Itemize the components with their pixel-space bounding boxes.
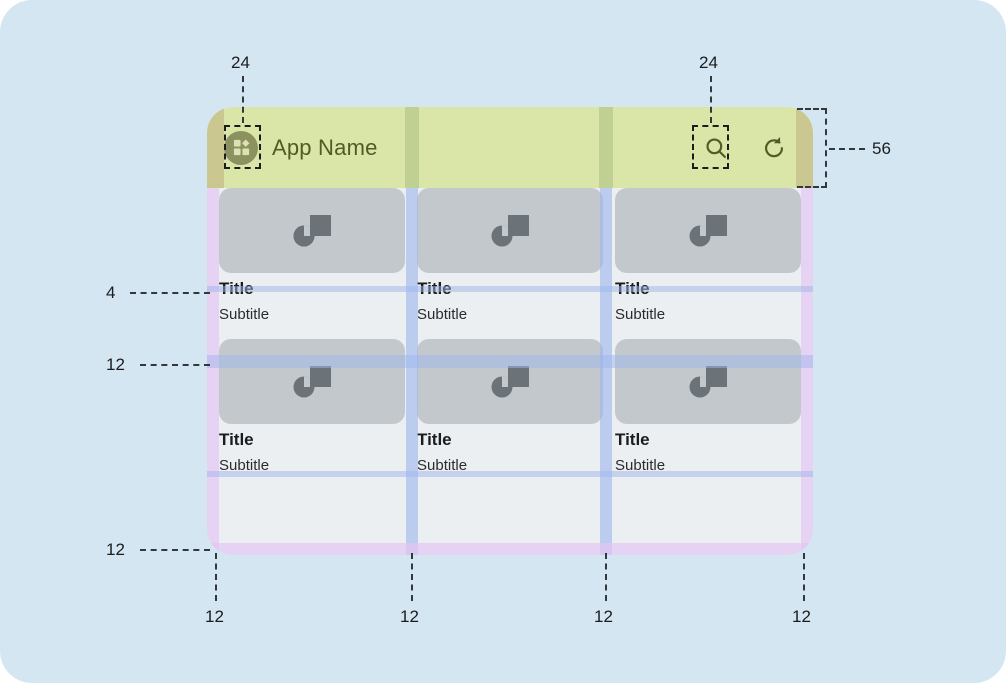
card-text: Title Subtitle: [219, 424, 405, 478]
card-title: Title: [615, 279, 650, 298]
annotation-label-icon-right: 24: [699, 53, 718, 72]
card-text: Title Subtitle: [417, 273, 603, 327]
annotation-leader-row-gap: [140, 364, 210, 366]
annotation-label-appbar-height: 56: [872, 139, 891, 158]
card-text: Title Subtitle: [417, 424, 603, 478]
annotation-leader-gutter-1: [411, 553, 413, 601]
annotation-leader-icon-right: [710, 76, 712, 123]
card-title: Title: [219, 279, 254, 298]
card-title: Title: [219, 430, 254, 449]
image-placeholder-icon: [615, 339, 801, 424]
card[interactable]: Title Subtitle: [219, 339, 405, 478]
annotation-leader-right-margin: [803, 553, 805, 601]
card[interactable]: Title Subtitle: [615, 339, 801, 478]
card-text: Title Subtitle: [615, 273, 801, 327]
annotation-label-gutter-2: 12: [594, 607, 613, 626]
row-gap: [219, 327, 801, 339]
card-subtitle: Subtitle: [219, 457, 270, 474]
annotation-leader-gutter-2: [605, 553, 607, 601]
appbar-height-bracket: [797, 108, 827, 188]
annotation-leader-bottom-margin: [140, 549, 210, 551]
image-placeholder-icon: [615, 188, 801, 273]
app-bar: App Name: [207, 107, 813, 188]
annotation-label-gutter-1: 12: [400, 607, 419, 626]
annotation-leader-media-to-title: [130, 292, 210, 294]
card[interactable]: Title Subtitle: [615, 188, 801, 327]
search-target-box-right: [692, 125, 729, 169]
card-text: Title Subtitle: [615, 424, 801, 478]
search-target-box-left: [224, 125, 261, 169]
annotation-leader-icon-left: [242, 76, 244, 123]
card-subtitle: Subtitle: [417, 306, 468, 323]
card[interactable]: Title Subtitle: [417, 339, 603, 478]
card-title: Title: [615, 430, 650, 449]
search-icon[interactable]: [699, 131, 733, 165]
image-placeholder-icon: [417, 339, 603, 424]
image-placeholder-icon: [417, 188, 603, 273]
card-title: Title: [417, 430, 452, 449]
annotation-label-left-margin: 12: [205, 607, 224, 626]
card-title: Title: [417, 279, 452, 298]
card-row: Title Subtitle Title Subtitle: [219, 188, 801, 327]
annotation-label-row-gap: 12: [106, 355, 125, 374]
annotation-leader-left-margin: [215, 553, 217, 601]
card[interactable]: Title Subtitle: [219, 188, 405, 327]
card-text: Title Subtitle: [219, 273, 405, 327]
annotation-label-media-to-title: 4: [106, 283, 116, 302]
card-subtitle: Subtitle: [615, 306, 666, 323]
app-frame: App Name: [207, 107, 813, 555]
app-grid-icon[interactable]: [224, 130, 258, 165]
image-placeholder-icon: [219, 339, 405, 424]
refresh-icon[interactable]: [757, 131, 791, 165]
card-subtitle: Subtitle: [417, 457, 468, 474]
app-bar-title: App Name: [272, 134, 378, 160]
card-subtitle: Subtitle: [615, 457, 666, 474]
card-row: Title Subtitle Title Subtitle: [219, 339, 801, 478]
annotation-label-icon-left: 24: [231, 53, 250, 72]
card[interactable]: Title Subtitle: [417, 188, 603, 327]
annotation-label-bottom-margin: 12: [106, 540, 125, 559]
card-grid: Title Subtitle Title Subtitle: [207, 188, 813, 555]
image-placeholder-icon: [219, 188, 405, 273]
appbar-height-leader: [829, 148, 865, 150]
annotation-label-right-margin: 12: [792, 607, 811, 626]
card-subtitle: Subtitle: [219, 306, 270, 323]
